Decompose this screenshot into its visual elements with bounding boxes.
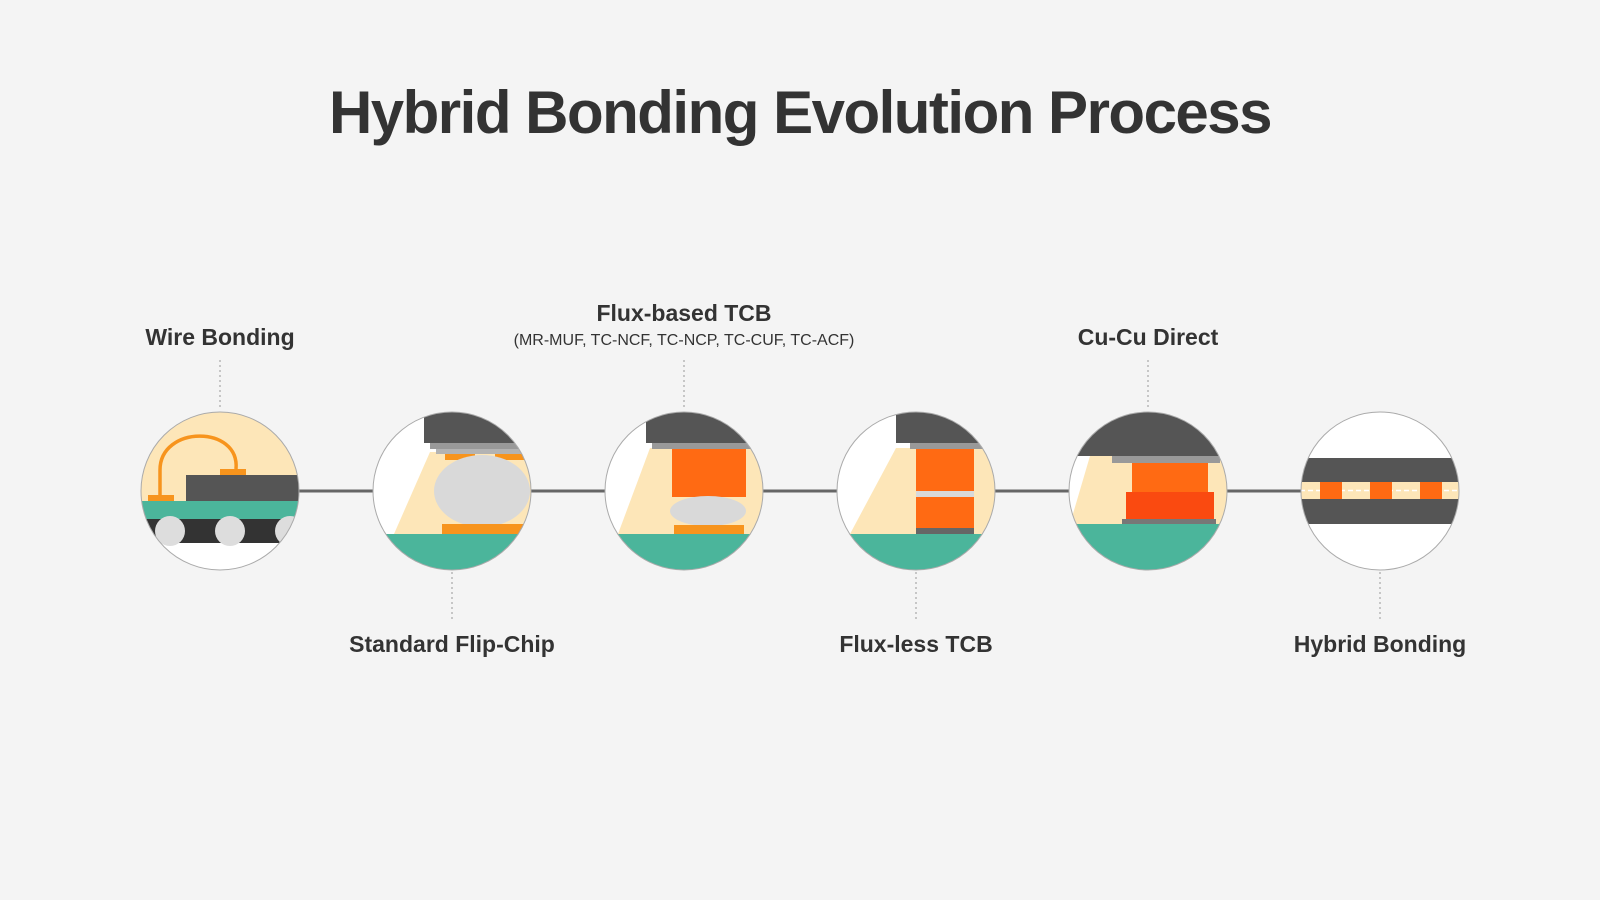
stage-label-flux-based-tcb: Flux-based TCB	[596, 300, 771, 326]
cu-cu-direct-illustration	[1068, 411, 1228, 571]
stage-label-wire-bonding: Wire Bonding	[145, 324, 294, 350]
flux-based-tcb-illustration	[604, 411, 764, 571]
stage-label-hybrid-bonding: Hybrid Bonding	[1294, 631, 1466, 657]
leader-lines	[219, 360, 1381, 620]
stage-label-cu-cu-direct: Cu-Cu Direct	[1078, 324, 1219, 350]
standard-flip-chip-illustration	[372, 411, 532, 571]
stage-label-flux-less-tcb: Flux-less TCB	[839, 631, 992, 657]
flux-less-tcb-illustration	[836, 411, 996, 571]
stage-label-standard-flip-chip: Standard Flip-Chip	[349, 631, 555, 657]
hybrid-bonding-illustration	[1300, 411, 1460, 571]
page-title: Hybrid Bonding Evolution Process	[328, 79, 1273, 146]
wire-bonding-illustration	[140, 411, 300, 571]
stage-sublabel-flux-based-tcb: (MR-MUF, TC-NCF, TC-NCP, TC-CUF, TC-ACF)	[514, 332, 855, 349]
